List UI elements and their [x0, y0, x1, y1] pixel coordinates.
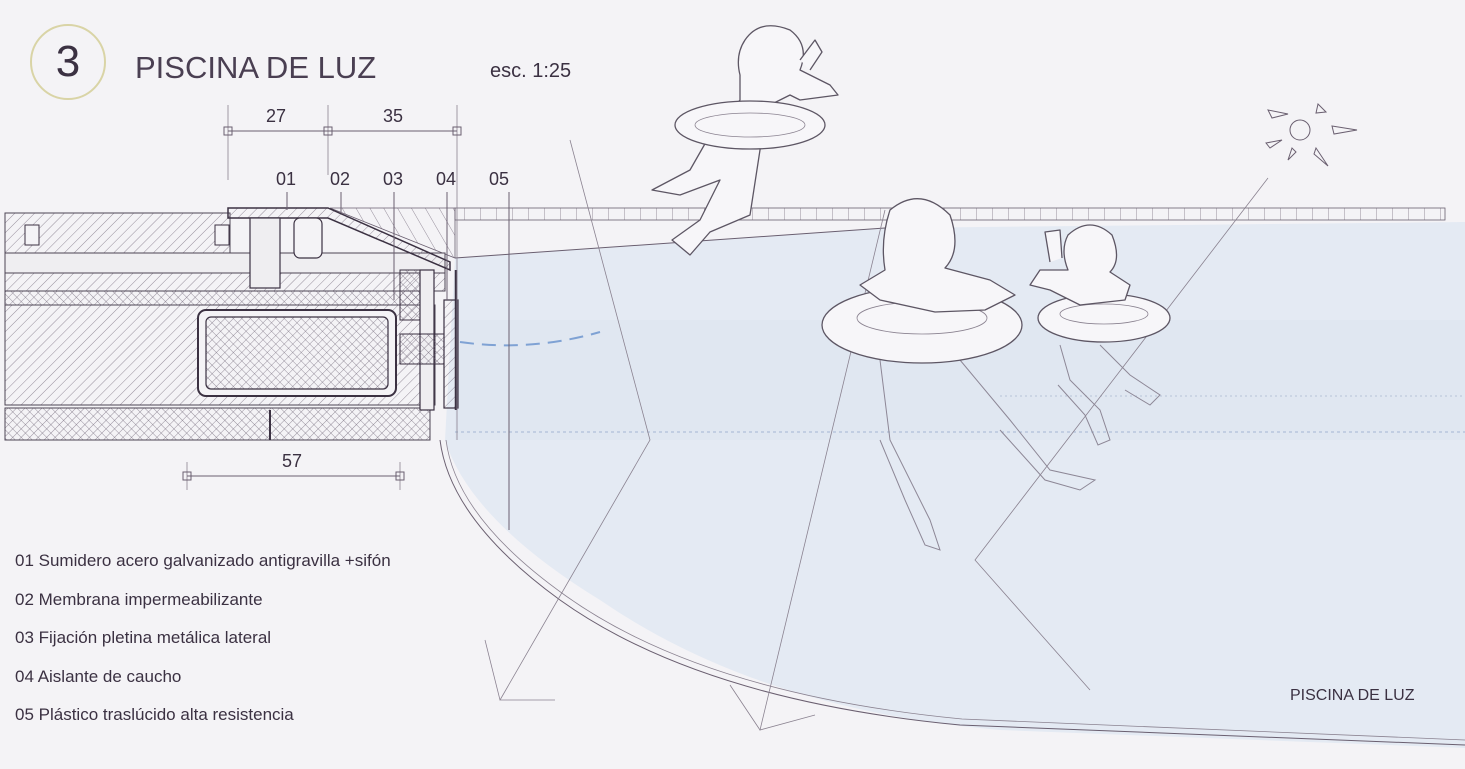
legend-item: 05 Plástico traslúcido alta resistencia: [15, 705, 294, 724]
legend-item: 03 Fijación pletina metálica lateral: [15, 628, 272, 647]
callout-label: 02: [330, 169, 351, 189]
water-light-band: [455, 320, 1465, 440]
legend-item: 01 Sumidero acero galvanizado antigravil…: [15, 551, 391, 570]
callout-label: 03: [383, 169, 404, 189]
section-number: 3: [55, 37, 81, 86]
light-rays: [484, 139, 1269, 731]
drawing-title: PISCINA DE LUZ: [135, 50, 377, 85]
legend: 01 Sumidero acero galvanizado antigravil…: [15, 542, 391, 735]
edge-detail-section: [4, 207, 459, 441]
pool-shell: [439, 439, 1465, 746]
dimension-lines: [182, 105, 510, 530]
section-number-badge: 3: [30, 24, 106, 100]
dimension-label: 27: [266, 106, 287, 126]
legend-item: 02 Membrana impermeabilizante: [15, 589, 263, 609]
dimension-label: 35: [383, 106, 404, 126]
callout-label: 05: [489, 169, 510, 189]
callout-label: 04: [436, 169, 457, 189]
child-with-float-illustration: [821, 197, 1097, 551]
footer-label: PISCINA DE LUZ: [1290, 687, 1415, 704]
small-child-with-float-illustration: [1029, 224, 1171, 446]
drawing-scale: esc. 1:25: [490, 60, 572, 82]
sun-icon: [1265, 103, 1358, 167]
legend-item: 04 Aislante de caucho: [15, 666, 182, 686]
child-jumping-illustration: [651, 25, 839, 256]
dimension-label: 57: [282, 451, 303, 471]
water-surface-curve: [459, 331, 601, 347]
callout-label: 01: [276, 169, 297, 189]
